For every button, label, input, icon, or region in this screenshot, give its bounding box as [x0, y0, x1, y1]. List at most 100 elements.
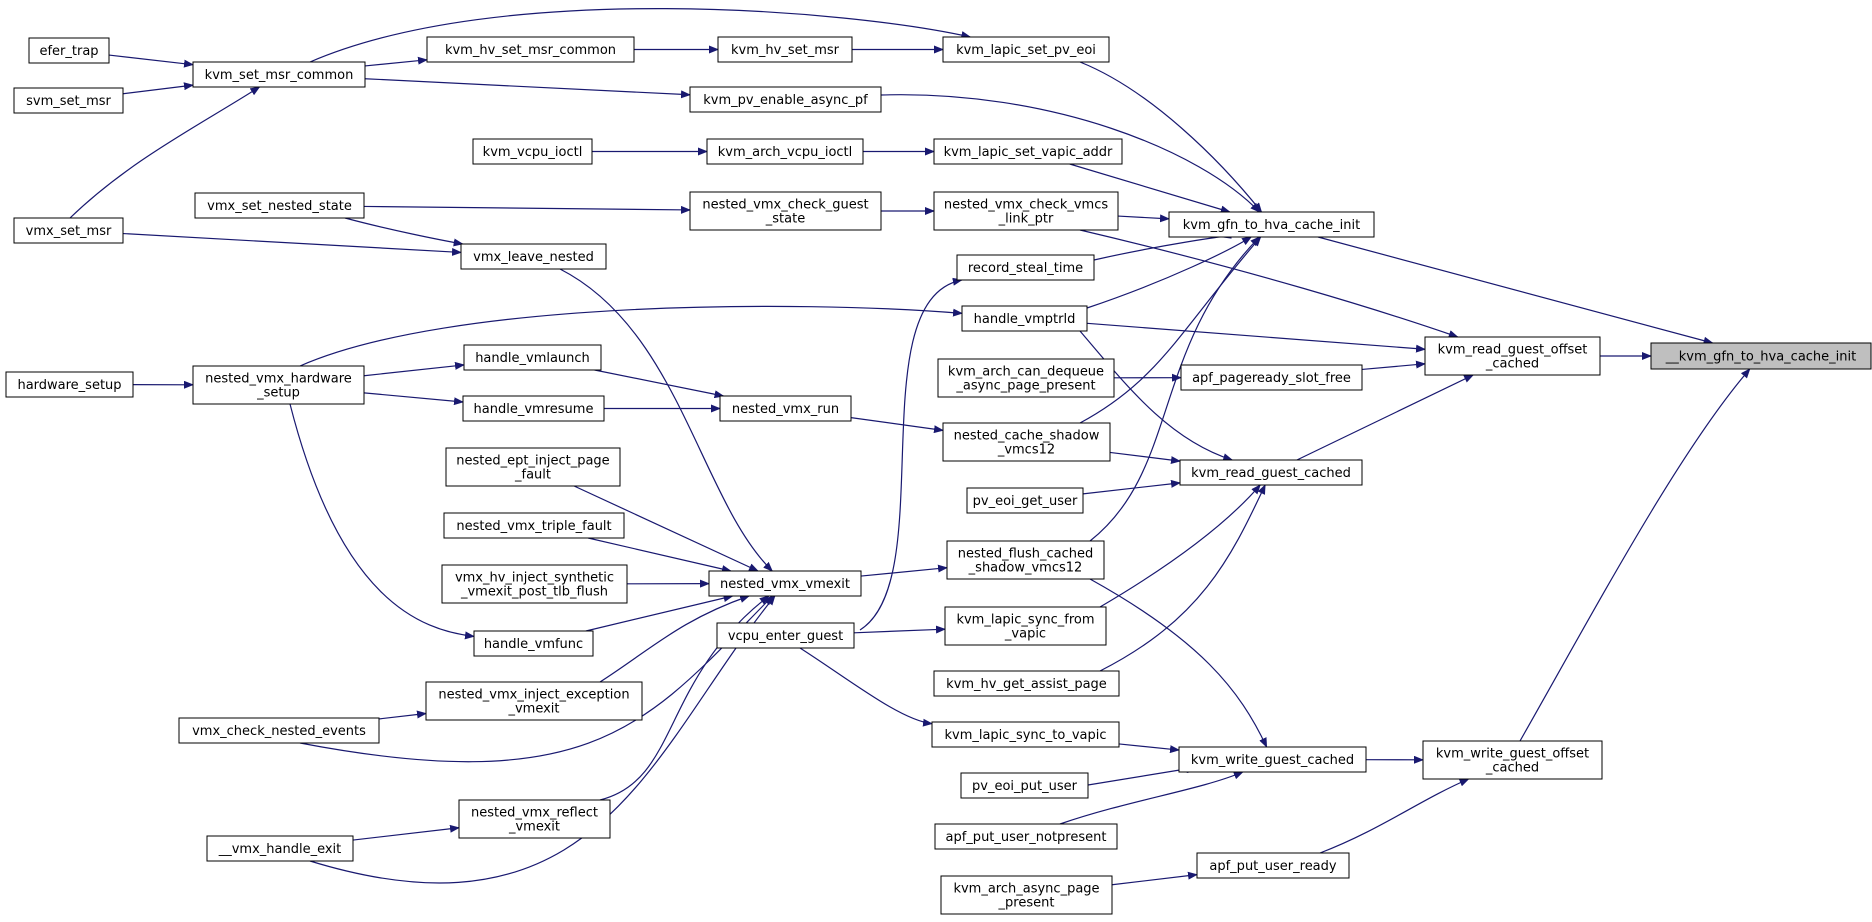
- node-vmx_set_msr[interactable]: vmx_set_msr: [13, 217, 124, 244]
- node-nested_vmx_inject_exception[interactable]: nested_vmx_inject_exception_vmexit: [425, 681, 643, 721]
- node-box[interactable]: [445, 447, 621, 487]
- node-nested_vmx_vmexit[interactable]: nested_vmx_vmexit: [708, 570, 862, 597]
- node-kvm_read_guest_offset_cached[interactable]: kvm_read_guest_offset_cached: [1424, 336, 1601, 376]
- node-box[interactable]: [956, 254, 1095, 281]
- node-nested_flush_cached_shadow_vmcs12[interactable]: nested_flush_cached_shadow_vmcs12: [946, 540, 1105, 580]
- node-gfn_hva_cache_init[interactable]: __kvm_gfn_to_hva_cache_init: [1650, 342, 1872, 370]
- node-box[interactable]: [931, 721, 1120, 748]
- node-vmx_check_nested_events[interactable]: vmx_check_nested_events: [178, 717, 380, 744]
- node-box[interactable]: [194, 192, 365, 219]
- node-box[interactable]: [1650, 342, 1872, 370]
- node-box[interactable]: [719, 395, 852, 422]
- node-box[interactable]: [1422, 740, 1603, 780]
- node-box[interactable]: [961, 305, 1088, 332]
- node-box[interactable]: [5, 371, 134, 398]
- node-kvm_lapic_sync_to_vapic[interactable]: kvm_lapic_sync_to_vapic: [931, 721, 1120, 748]
- node-nested_vmx_triple_fault[interactable]: nested_vmx_triple_fault: [443, 512, 625, 539]
- node-kvm_arch_async_page_present[interactable]: kvm_arch_async_page_present: [940, 875, 1113, 915]
- node-box[interactable]: [472, 138, 593, 165]
- node-box[interactable]: [933, 670, 1120, 697]
- node-box[interactable]: [1168, 211, 1375, 238]
- node-nested_vmx_check_vmcs_link_ptr[interactable]: nested_vmx_check_vmcs_link_ptr: [933, 191, 1119, 231]
- node-kvm_pv_enable_async_pf[interactable]: kvm_pv_enable_async_pf: [689, 86, 882, 113]
- node-handle_vmptrld[interactable]: handle_vmptrld: [961, 305, 1088, 332]
- node-handle_vmfunc[interactable]: handle_vmfunc: [473, 630, 594, 657]
- node-box[interactable]: [937, 358, 1115, 398]
- node-box[interactable]: [942, 36, 1110, 63]
- node-box[interactable]: [966, 487, 1084, 514]
- node-box[interactable]: [689, 86, 882, 113]
- node-box[interactable]: [13, 87, 124, 114]
- node-kvm_lapic_set_pv_eoi[interactable]: kvm_lapic_set_pv_eoi: [942, 36, 1110, 63]
- node-apf_put_user_ready[interactable]: apf_put_user_ready: [1196, 852, 1350, 879]
- node-kvm_hv_set_msr_common[interactable]: kvm_hv_set_msr_common: [426, 36, 635, 63]
- node-efer_trap[interactable]: efer_trap: [28, 37, 110, 64]
- node-box[interactable]: [1178, 746, 1367, 773]
- node-handle_vmresume[interactable]: handle_vmresume: [462, 395, 605, 422]
- node-box[interactable]: [1424, 336, 1601, 376]
- node-box[interactable]: [458, 799, 611, 839]
- node-apf_pageready_slot_free[interactable]: apf_pageready_slot_free: [1180, 364, 1363, 391]
- node-record_steal_time[interactable]: record_steal_time: [956, 254, 1095, 281]
- node-box[interactable]: [942, 422, 1111, 462]
- node-kvm_vcpu_ioctl[interactable]: kvm_vcpu_ioctl: [472, 138, 593, 165]
- node-nested_vmx_run[interactable]: nested_vmx_run: [719, 395, 852, 422]
- node-box[interactable]: [1196, 852, 1350, 879]
- node-nested_cache_shadow_vmcs12[interactable]: nested_cache_shadow_vmcs12: [942, 422, 1111, 462]
- node-pv_eoi_get_user[interactable]: pv_eoi_get_user: [966, 487, 1084, 514]
- node-handle_vmlaunch[interactable]: handle_vmlaunch: [463, 344, 602, 371]
- node-box[interactable]: [717, 36, 853, 63]
- node-kvm_gfn_to_hva_cache_init[interactable]: kvm_gfn_to_hva_cache_init: [1168, 211, 1375, 238]
- node-box[interactable]: [460, 243, 607, 270]
- node-box[interactable]: [940, 875, 1113, 915]
- node-vmx_leave_nested[interactable]: vmx_leave_nested: [460, 243, 607, 270]
- node-box[interactable]: [473, 630, 594, 657]
- node-pv_eoi_put_user[interactable]: pv_eoi_put_user: [960, 772, 1089, 799]
- node-box[interactable]: [960, 772, 1089, 799]
- node-vmx_set_nested_state[interactable]: vmx_set_nested_state: [194, 192, 365, 219]
- node-vmx_hv_inject_synthetic[interactable]: vmx_hv_inject_synthetic_vmexit_post_tlb_…: [441, 564, 628, 604]
- node-kvm_lapic_set_vapic_addr[interactable]: kvm_lapic_set_vapic_addr: [933, 138, 1123, 165]
- node-kvm_set_msr_common[interactable]: kvm_set_msr_common: [192, 61, 366, 88]
- node-kvm_arch_can_dequeue[interactable]: kvm_arch_can_dequeue_async_page_present: [937, 358, 1115, 398]
- node-box[interactable]: [706, 138, 864, 165]
- node-box[interactable]: [206, 835, 354, 862]
- node-kvm_arch_vcpu_ioctl[interactable]: kvm_arch_vcpu_ioctl: [706, 138, 864, 165]
- node-box[interactable]: [933, 191, 1119, 231]
- node-box[interactable]: [934, 823, 1118, 850]
- node-nested_vmx_check_guest_state[interactable]: nested_vmx_check_guest_state: [689, 191, 882, 231]
- node-box[interactable]: [425, 681, 643, 721]
- node-hardware_setup[interactable]: hardware_setup: [5, 371, 134, 398]
- node-box[interactable]: [1179, 459, 1363, 486]
- node-box[interactable]: [1180, 364, 1363, 391]
- node-box[interactable]: [192, 365, 365, 405]
- node-box[interactable]: [933, 138, 1123, 165]
- node-box[interactable]: [441, 564, 628, 604]
- node-kvm_write_guest_offset_cached[interactable]: kvm_write_guest_offset_cached: [1422, 740, 1603, 780]
- node-kvm_write_guest_cached[interactable]: kvm_write_guest_cached: [1178, 746, 1367, 773]
- node-kvm_hv_get_assist_page[interactable]: kvm_hv_get_assist_page: [933, 670, 1120, 697]
- node-kvm_lapic_sync_from_vapic[interactable]: kvm_lapic_sync_from_vapic: [944, 606, 1107, 646]
- node-apf_put_user_notpresent[interactable]: apf_put_user_notpresent: [934, 823, 1118, 850]
- node-box[interactable]: [716, 622, 855, 649]
- node-box[interactable]: [946, 540, 1105, 580]
- node-vcpu_enter_guest[interactable]: vcpu_enter_guest: [716, 622, 855, 649]
- node-box[interactable]: [28, 37, 110, 64]
- node-nested_ept_inject_page_fault[interactable]: nested_ept_inject_page_fault: [445, 447, 621, 487]
- node-nested_vmx_hardware_setup[interactable]: nested_vmx_hardware_setup: [192, 365, 365, 405]
- node-box[interactable]: [13, 217, 124, 244]
- node-box[interactable]: [463, 344, 602, 371]
- node-box[interactable]: [192, 61, 366, 88]
- node-nested_vmx_reflect_vmexit[interactable]: nested_vmx_reflect_vmexit: [458, 799, 611, 839]
- node-box[interactable]: [708, 570, 862, 597]
- node-box[interactable]: [944, 606, 1107, 646]
- node-svm_set_msr[interactable]: svm_set_msr: [13, 87, 124, 114]
- node-vmx_handle_exit[interactable]: __vmx_handle_exit: [206, 835, 354, 862]
- node-kvm_hv_set_msr[interactable]: kvm_hv_set_msr: [717, 36, 853, 63]
- node-box[interactable]: [689, 191, 882, 231]
- node-box[interactable]: [426, 36, 635, 63]
- node-box[interactable]: [462, 395, 605, 422]
- node-box[interactable]: [443, 512, 625, 539]
- node-kvm_read_guest_cached[interactable]: kvm_read_guest_cached: [1179, 459, 1363, 486]
- node-box[interactable]: [178, 717, 380, 744]
